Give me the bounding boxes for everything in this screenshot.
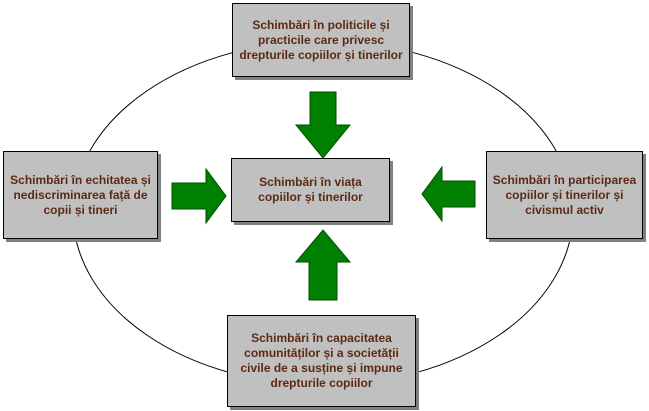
- box-community-capacity-label: Schimbări în capacitatea comunităților ș…: [240, 331, 403, 390]
- box-community-capacity: Schimbări în capacitatea comunităților ș…: [227, 315, 416, 407]
- box-equity-nondiscrimination: Schimbări în echitatea și nediscriminare…: [3, 151, 158, 239]
- box-policies-practices: Schimbări în politicile și practicile ca…: [232, 3, 410, 77]
- box-children-lives-label: Schimbări în viața copiilor și tinerilor: [258, 175, 363, 204]
- box-policies-practices-label: Schimbări în politicile și practicile ca…: [239, 17, 403, 62]
- arrow-left-icon: [421, 165, 476, 223]
- box-equity-nondiscrimination-label: Schimbări în echitatea și nediscriminare…: [10, 172, 151, 217]
- arrow-down-icon: [294, 91, 352, 159]
- box-children-lives: Schimbări în viața copiilor și tinerilor: [231, 158, 390, 222]
- arrow-right-icon: [171, 167, 227, 225]
- box-participation-civism-label: Schimbări în participarea copiilor și ti…: [492, 172, 637, 217]
- box-participation-civism: Schimbări în participarea copiilor și ti…: [486, 151, 643, 239]
- arrow-up-icon: [294, 229, 352, 301]
